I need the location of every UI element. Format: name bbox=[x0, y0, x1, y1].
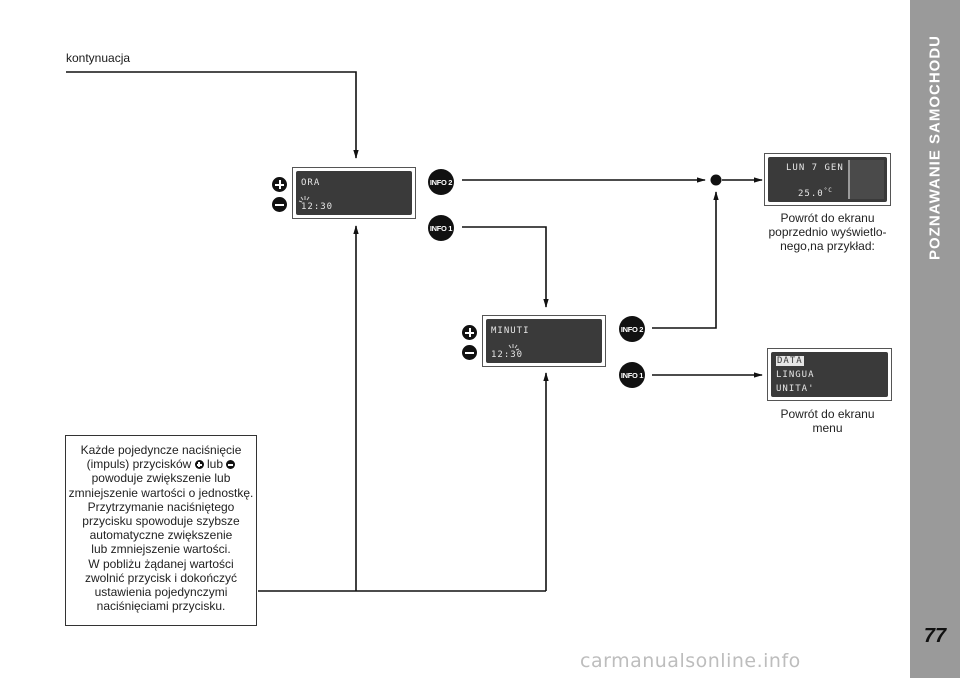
minus-button-icon[interactable] bbox=[462, 345, 477, 360]
connector-info1-to-minuti bbox=[462, 226, 549, 308]
display-home-temp: 25.0°C bbox=[798, 187, 833, 199]
info1-button[interactable]: INFO 1 bbox=[428, 215, 454, 241]
display-ora: ORA 12:30 bbox=[292, 167, 416, 219]
note-box: Każde pojedyncze naciśnięcie (impuls) pr… bbox=[65, 435, 257, 626]
section-side-tab bbox=[910, 0, 960, 678]
display-minuti-title: MINUTI bbox=[491, 326, 530, 336]
watermark: carmanualsonline.info bbox=[580, 650, 801, 672]
plus-button-icon[interactable] bbox=[462, 325, 477, 340]
display-home-side-panel bbox=[848, 160, 884, 199]
blink-icon bbox=[298, 196, 310, 203]
blink-icon bbox=[508, 344, 520, 351]
connector-info2b-to-dot bbox=[652, 191, 719, 329]
info1-button-second[interactable]: INFO 1 bbox=[619, 362, 645, 388]
display-home-date: LUN 7 GEN bbox=[786, 163, 844, 173]
info2-button-second[interactable]: INFO 2 bbox=[619, 316, 645, 342]
plus-icon bbox=[194, 460, 204, 470]
continuation-label: kontynuacja bbox=[66, 51, 131, 65]
display-minuti: MINUTI 12:30 bbox=[482, 315, 606, 367]
display-minuti-time: 12:30 bbox=[491, 350, 524, 360]
section-title: POZNAWANIE SAMOCHODU bbox=[926, 35, 944, 261]
info2-button[interactable]: INFO 2 bbox=[428, 169, 454, 195]
display-ora-time: 12:30 bbox=[301, 202, 334, 212]
flow-connectors bbox=[66, 71, 763, 592]
caption-home: Powrót do ekranu poprzednio wyświetlo- n… bbox=[768, 211, 887, 253]
plus-button-icon[interactable] bbox=[272, 177, 287, 192]
connector-continuation bbox=[66, 71, 359, 159]
display-menu-item-lingua: LINGUA bbox=[776, 370, 815, 380]
display-menu-item-data: DATA bbox=[776, 356, 804, 366]
display-ora-title: ORA bbox=[301, 178, 321, 188]
display-menu: DATA LINGUA UNITA' bbox=[767, 348, 892, 401]
minus-button-icon[interactable] bbox=[272, 197, 287, 212]
display-menu-item-unita: UNITA' bbox=[776, 384, 815, 394]
caption-menu: Powrót do ekranu menu bbox=[780, 407, 875, 435]
display-home: LUN 7 GEN 25.0°C bbox=[764, 153, 891, 206]
junction-dot bbox=[710, 174, 722, 186]
minus-icon bbox=[226, 460, 236, 470]
page-number: 77 bbox=[923, 625, 947, 647]
